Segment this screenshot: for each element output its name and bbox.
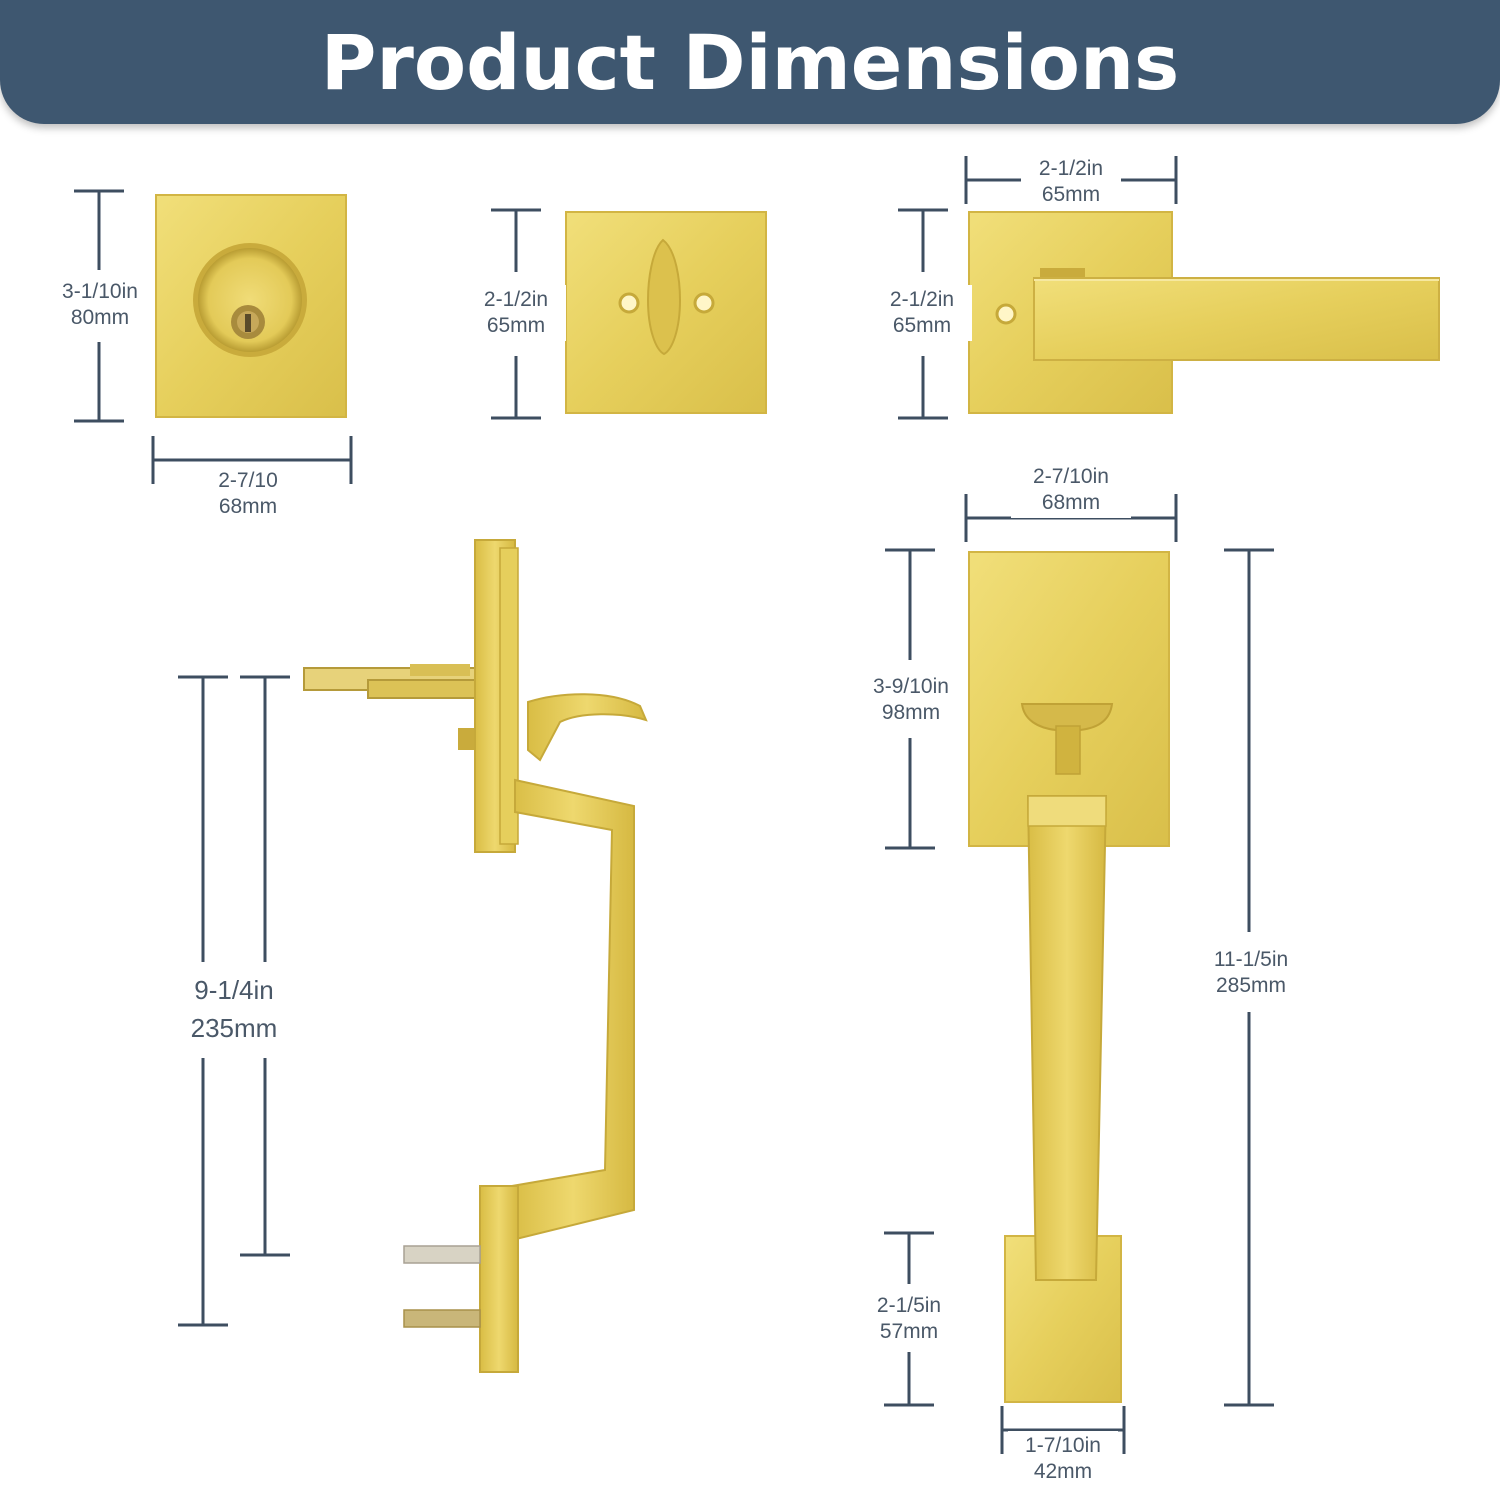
- deadbolt-width-dimension: [151, 436, 353, 484]
- bottom-plate-width-label: 1-7/10in 42mm: [1008, 1431, 1118, 1487]
- lever-handle-icon: [968, 211, 1440, 414]
- deadbolt-height-dimension: [74, 189, 124, 423]
- thumbturn-icon: [565, 211, 767, 414]
- thumbturn-height-label: 2-1/2in 65mm: [466, 285, 566, 341]
- bottom-plate-width-dimension: [1000, 1406, 1126, 1454]
- lever-height-dimension: [898, 208, 948, 420]
- handleset-side-height-label: 9-1/4in 235mm: [174, 969, 294, 1049]
- page-title: Product Dimensions: [320, 18, 1180, 107]
- handle-total-height-dimension: [1224, 548, 1274, 1407]
- lever-width-dimension: [964, 156, 1178, 204]
- plate-width-dimension: [964, 494, 1178, 542]
- deadbolt-height-label: 3-1/10in 80mm: [50, 277, 150, 333]
- deadbolt-width-label: 2-7/10 68mm: [198, 466, 298, 522]
- plate-width-label: 2-7/10in 68mm: [1011, 462, 1131, 518]
- handleset-side-icon: [303, 539, 648, 1373]
- title-banner: Product Dimensions: [0, 0, 1500, 124]
- handle-total-height-label: 11-1/5in 285mm: [1196, 945, 1306, 1001]
- lever-height-label: 2-1/2in 65mm: [872, 285, 972, 341]
- bottom-plate-height-dimension: [884, 1231, 934, 1407]
- handleset-front-icon: [968, 551, 1170, 1403]
- plate-height-label: 3-9/10in 98mm: [856, 672, 966, 728]
- bottom-plate-height-label: 2-1/5in 57mm: [859, 1291, 959, 1347]
- thumbturn-height-dimension: [491, 208, 541, 420]
- deadbolt-keyhole-icon: [155, 194, 347, 418]
- handleset-side-height-dimension: [178, 675, 290, 1327]
- plate-height-dimension: [885, 548, 935, 850]
- lever-width-label: 2-1/2in 65mm: [1021, 154, 1121, 210]
